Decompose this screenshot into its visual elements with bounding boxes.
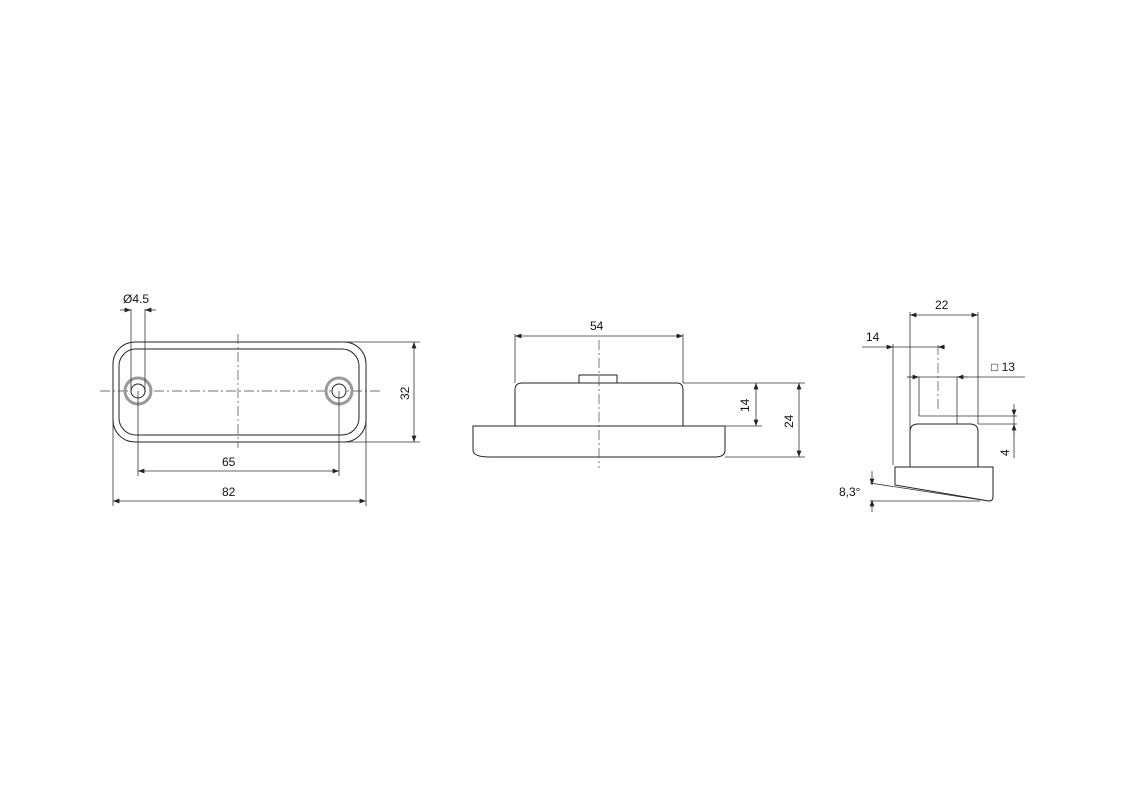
end-body bbox=[909, 423, 979, 467]
end-view: 22 14 □ 13 4 8,3° bbox=[839, 298, 1025, 512]
dim-hole-spacing: 65 bbox=[222, 455, 236, 469]
dim-overall-length: 82 bbox=[222, 485, 236, 499]
dim-step: 4 bbox=[998, 449, 1012, 456]
top-nub bbox=[578, 374, 618, 384]
outer-outline bbox=[112, 341, 367, 443]
dim-square-size: □ 13 bbox=[991, 360, 1015, 374]
dim-end-width: 22 bbox=[935, 298, 949, 312]
dim-hole-diameter: Ø4.5 bbox=[123, 292, 149, 306]
end-base bbox=[894, 466, 994, 502]
side-view: 54 14 24 bbox=[472, 319, 805, 468]
base-plate bbox=[472, 425, 726, 458]
dim-body-height: 14 bbox=[738, 398, 752, 412]
dim-angle: 8,3° bbox=[839, 485, 861, 499]
dim-top-width: 54 bbox=[590, 319, 604, 333]
dim-end-offset: 14 bbox=[866, 330, 880, 344]
front-view: Ø4.5 65 82 32 bbox=[100, 292, 420, 506]
dim-overall-height-side: 24 bbox=[782, 414, 796, 428]
inner-outline bbox=[118, 348, 360, 436]
dim-overall-height: 32 bbox=[398, 386, 412, 400]
